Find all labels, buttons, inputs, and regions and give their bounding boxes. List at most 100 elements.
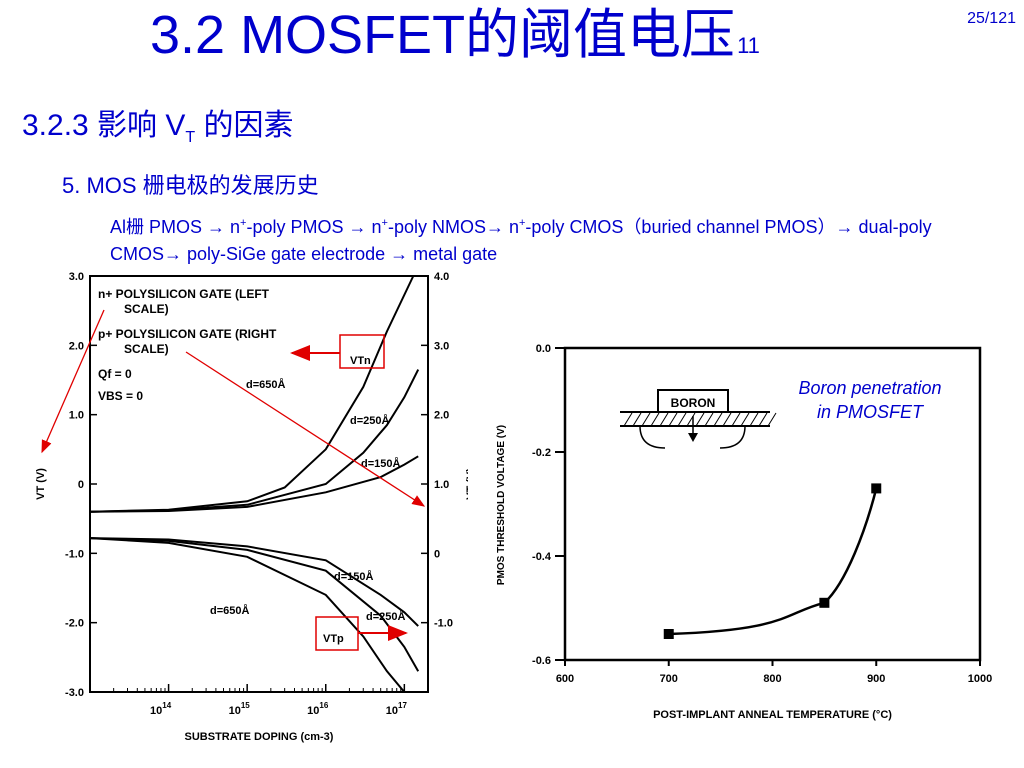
right-tick-label: 1.0 [434,479,449,491]
superscript-plus: + [240,217,247,229]
text-fragment: n [503,217,519,237]
left-tick-label: 2.0 [69,340,84,352]
hatch-line [686,412,696,427]
text-fragment: → [207,217,226,237]
left-y-axis-label: VT (V) [35,468,47,500]
right-y-axis-label: VT (V) [465,468,468,500]
vt-curve-4 [89,537,420,672]
right-tick-label: 0 [434,548,440,560]
hatch-line [731,412,741,427]
hatch-line [758,412,768,427]
text-fragment: -poly NMOS [387,217,486,237]
vtp-highlight-box [315,616,359,651]
note-line-2: in PMOSFET [816,402,923,422]
hatch-line [632,412,642,427]
text-fragment: → [485,217,504,237]
penetration-arrowhead [688,433,698,442]
text-fragment: → [348,217,367,237]
n-gate-arrow [41,309,105,454]
boron-label: BORON [671,396,716,410]
data-point-0 [663,629,674,639]
section-heading-sub: T [185,129,196,146]
text-fragment: metal gate [408,244,498,264]
text-fragment: poly-SiGe gate electrode [182,244,391,264]
vt-curve-2 [89,455,419,513]
slide-title-text: 3.2 MOSFET的阈值电压 [150,5,736,65]
hatch-line [749,412,759,427]
legend-line: Qf = 0 [98,367,132,381]
y-tick-label: 0.0 [536,343,551,355]
curve-label-d650b: d=650Å [210,604,249,617]
superscript-plus: + [518,217,526,229]
text-fragment: Al栅 PMOS [110,217,208,237]
x-axis-label: SUBSTRATE DOPING (cm-3) [185,731,334,743]
drain-junction [719,425,746,449]
text-fragment: dual-poly CMOS [110,217,932,264]
superscript-plus: + [381,217,388,229]
page-number: 25/121 [967,10,1016,27]
left-tick-label: -1.0 [65,548,84,560]
vt-curve-0 [89,275,415,513]
curve-label-d150a: d=150Å [361,457,400,470]
section-heading: 3.2.3 影响 VT 的因素 [22,100,294,147]
hatch-line [641,412,651,427]
legend-line: SCALE) [124,342,169,356]
vtn-highlight-box [339,334,385,369]
hatch-line [740,412,750,427]
list-item-heading: 5. MOS 栅电极的发展历史 [62,173,319,198]
text-fragment: n [225,217,241,237]
section-heading-post: 的因素 [195,109,294,142]
hatch-line [677,412,687,427]
y-axis-label: PMOS THRESHOLD VOLTAGE (V) [496,425,507,585]
curve-label-vtn: VTn [350,355,371,367]
data-point-1 [819,597,830,608]
slide-title: 3.2 MOSFET的阈值电压11 [150,4,760,66]
left-tick-label: -3.0 [65,687,84,699]
text-fragment: → [835,217,854,237]
x-tick-label: 600 [556,673,574,685]
x-tick-label: 800 [763,673,781,685]
right-tick-label: 3.0 [434,340,449,352]
left-tick-label: 1.0 [69,410,84,422]
hatch-line [695,412,705,427]
text-fragment: -poly PMOS [246,217,349,237]
source-junction [639,425,666,449]
boron-penetration-note: Boron penetration in PMOSFET [770,376,970,424]
note-line-1: Boron penetration [798,378,942,398]
left-tick-label: 0 [78,479,84,491]
left-tick-label: -2.0 [65,618,84,630]
x-tick-label: 1000 [968,673,992,685]
hatch-line [659,412,669,427]
curve-label-d150b: d=150Å [334,570,373,583]
legend-line: n+ POLYSILICON GATE (LEFT [98,287,270,301]
legend-line: VBS = 0 [98,389,143,403]
hatch-line [623,412,633,427]
slide-title-superscript: 11 [737,33,760,58]
curve-label-d650a: d=650Å [246,378,285,391]
data-point-2 [871,483,882,494]
hatch-line [668,412,678,427]
curve-label-d250a: d=250Å [350,414,389,427]
hatch-line [713,412,723,427]
right-tick-label: 4.0 [434,271,449,283]
vt-curve-5 [89,537,406,693]
y-tick-label: -0.4 [532,551,552,563]
hatch-line [650,412,660,427]
curve-label-vtp: VTp [323,633,344,645]
x-tick-label: 900 [867,673,885,685]
hatch-line [722,412,732,427]
text-fragment: n [366,217,382,237]
x-axis-label: POST-IMPLANT ANNEAL TEMPERATURE (°C) [653,709,892,721]
x-tick-label: 700 [660,673,678,685]
text-fragment: → [390,244,409,264]
hatch-line [704,412,714,427]
gate-history-text: Al栅 PMOS → n+-poly PMOS → n+-poly NMOS→ … [110,210,990,268]
vt-curve-3 [89,537,419,627]
p-gate-arrow [185,351,426,507]
y-tick-label: -0.6 [532,655,551,667]
vt-vs-doping-figure: 3.02.01.00-1.0-2.0-3.04.03.02.01.00-1.01… [35,271,468,743]
hatch-line [767,412,777,427]
right-tick-label: -1.0 [434,618,453,630]
